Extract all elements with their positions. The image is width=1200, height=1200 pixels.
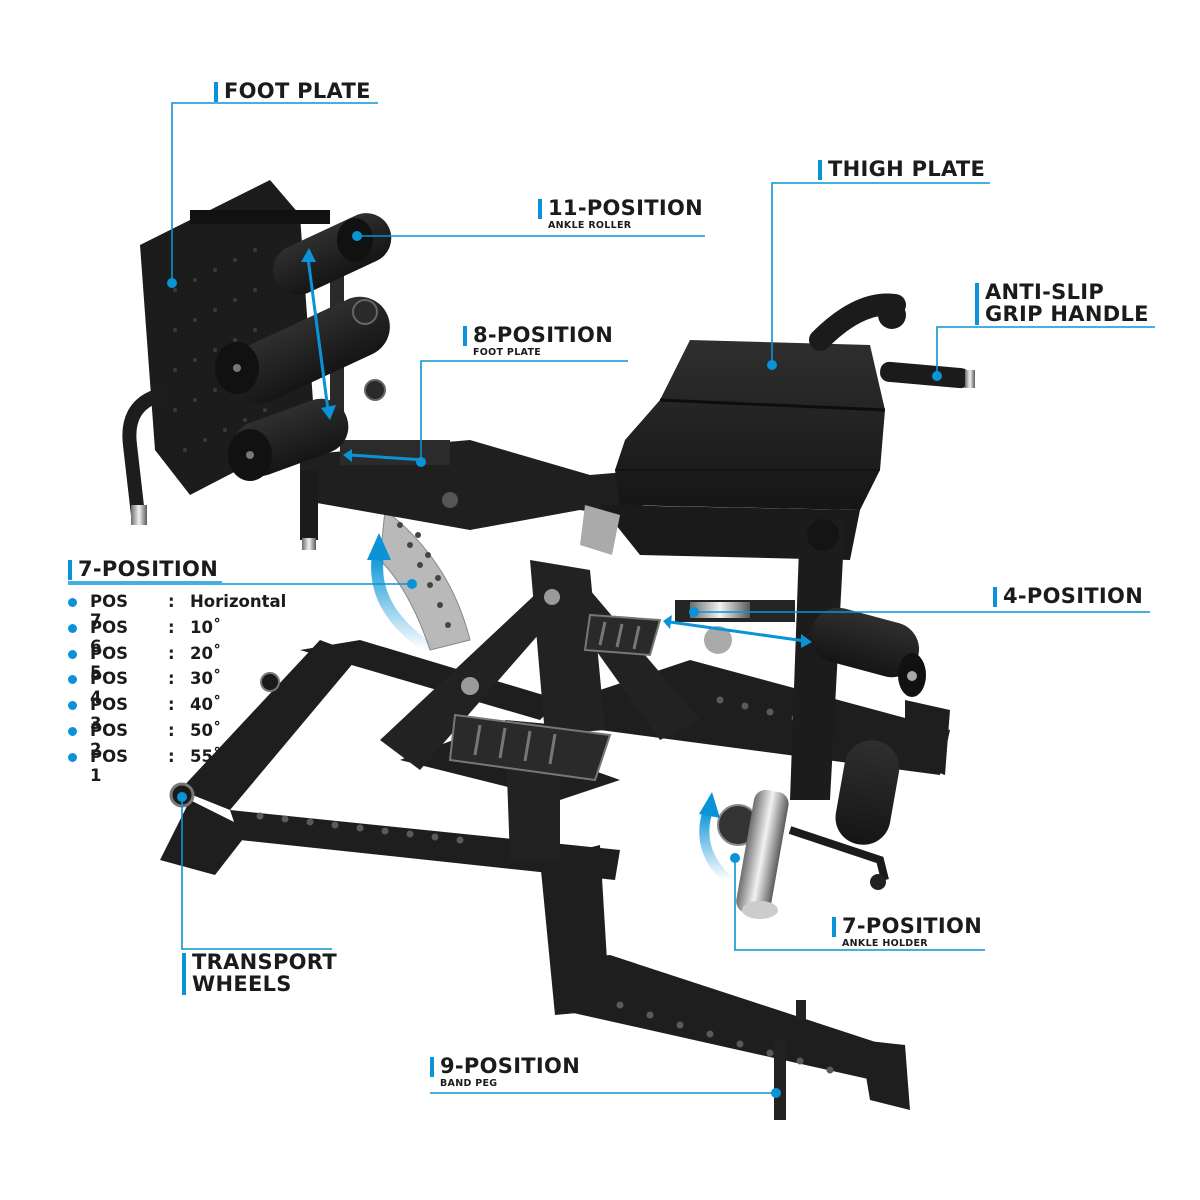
transport-line2: WHEELS: [192, 972, 292, 996]
label-accent-bar: [214, 82, 218, 102]
bullet-icon: [68, 752, 77, 762]
position-separator: :: [168, 746, 175, 766]
label-accent-bar: [975, 283, 979, 325]
label-accent-bar: [832, 917, 836, 937]
ankle-roller-label: 11-POSITION ANKLE ROLLER: [538, 197, 703, 231]
leader-dots: [167, 231, 942, 1098]
bullet-icon: [68, 701, 77, 711]
motion-arrows: [301, 248, 812, 884]
thigh-plate-title: THIGH PLATE: [828, 157, 986, 181]
position-separator: :: [168, 720, 175, 740]
label-accent-bar: [68, 560, 72, 580]
position-name: POS 1: [90, 746, 129, 785]
bullet-icon: [68, 623, 77, 633]
label-accent-bar: [993, 587, 997, 607]
foot-plate-8-label: 8-POSITION FOOT PLATE: [463, 324, 613, 358]
position-name: POS 2: [90, 720, 129, 759]
position-separator: :: [168, 643, 175, 663]
foot-plate-8-subtitle: FOOT PLATE: [473, 347, 542, 358]
band-peg-label: 9-POSITION BAND PEG: [430, 1055, 580, 1089]
band-peg-title: 9-POSITION: [440, 1054, 581, 1078]
four-position-title: 4-POSITION: [1003, 584, 1144, 608]
position-name: POS 4: [90, 669, 129, 708]
ankle-holder-label: 7-POSITION ANKLE HOLDER: [832, 915, 982, 949]
ankle-holder: [717, 740, 900, 919]
ankle-roller-subtitle: ANKLE ROLLER: [548, 220, 632, 231]
grip-handle-line2: GRIP HANDLE: [985, 302, 1149, 326]
ankle-holder-subtitle: ANKLE HOLDER: [842, 938, 928, 949]
transport-line1: TRANSPORT: [192, 950, 337, 974]
position-value: 55˚: [190, 746, 222, 766]
position-separator: :: [168, 617, 175, 637]
position-value: 40˚: [190, 695, 222, 715]
label-accent-bar: [463, 326, 467, 346]
position-name: POS 6: [90, 617, 129, 656]
ankle-roller-title: 11-POSITION: [548, 196, 703, 220]
position-value: 50˚: [190, 720, 222, 740]
bullet-icon: [68, 675, 77, 685]
bullet-icon: [68, 598, 77, 607]
angle-plate: [379, 509, 471, 651]
transport-wheel: [169, 672, 280, 808]
label-accent-bar: [818, 160, 822, 180]
foot-plate-8-title: 8-POSITION: [473, 323, 614, 347]
position-value: Horizontal: [190, 592, 287, 611]
position-name: POS 5: [90, 643, 129, 682]
position-separator: :: [168, 592, 175, 611]
foot-plate-label: FOOT PLATE: [214, 80, 371, 102]
position-value: 10˚: [190, 617, 222, 637]
position-separator: :: [168, 669, 175, 689]
band-peg-subtitle: BAND PEG: [440, 1078, 498, 1089]
label-accent-bar: [430, 1057, 434, 1077]
seven-position-label: 7-POSITION: [68, 558, 218, 580]
ankle-holder-title: 7-POSITION: [842, 914, 983, 938]
ankle-rollers: [215, 213, 392, 481]
foot-plate-title: FOOT PLATE: [224, 79, 371, 103]
position-value: 20˚: [190, 643, 222, 663]
grip-handle-line1: ANTI-SLIP: [985, 280, 1105, 304]
thigh-pad: [580, 340, 886, 560]
knee-lever: [675, 519, 926, 800]
bullet-icon: [68, 726, 77, 736]
four-position-label: 4-POSITION: [993, 585, 1143, 607]
seven-position-title: 7-POSITION: [78, 557, 219, 581]
grip-handle-label: ANTI-SLIP GRIP HANDLE: [975, 281, 1149, 325]
thigh-plate-label: THIGH PLATE: [818, 158, 985, 180]
main-beam: [300, 440, 650, 695]
label-accent-bar: [538, 199, 542, 219]
position-value: 30˚: [190, 669, 222, 689]
position-name: POS 7: [90, 592, 129, 630]
grip-handles: [809, 293, 975, 389]
band-peg: [774, 1000, 806, 1120]
foot-platforms: [448, 613, 662, 782]
bullet-icon: [68, 649, 77, 659]
position-name: POS 3: [90, 695, 129, 734]
transport-wheels-label: TRANSPORT WHEELS: [182, 951, 337, 995]
leader-lines: [68, 102, 1155, 1094]
label-accent-bar: [182, 953, 186, 995]
position-separator: :: [168, 695, 175, 715]
